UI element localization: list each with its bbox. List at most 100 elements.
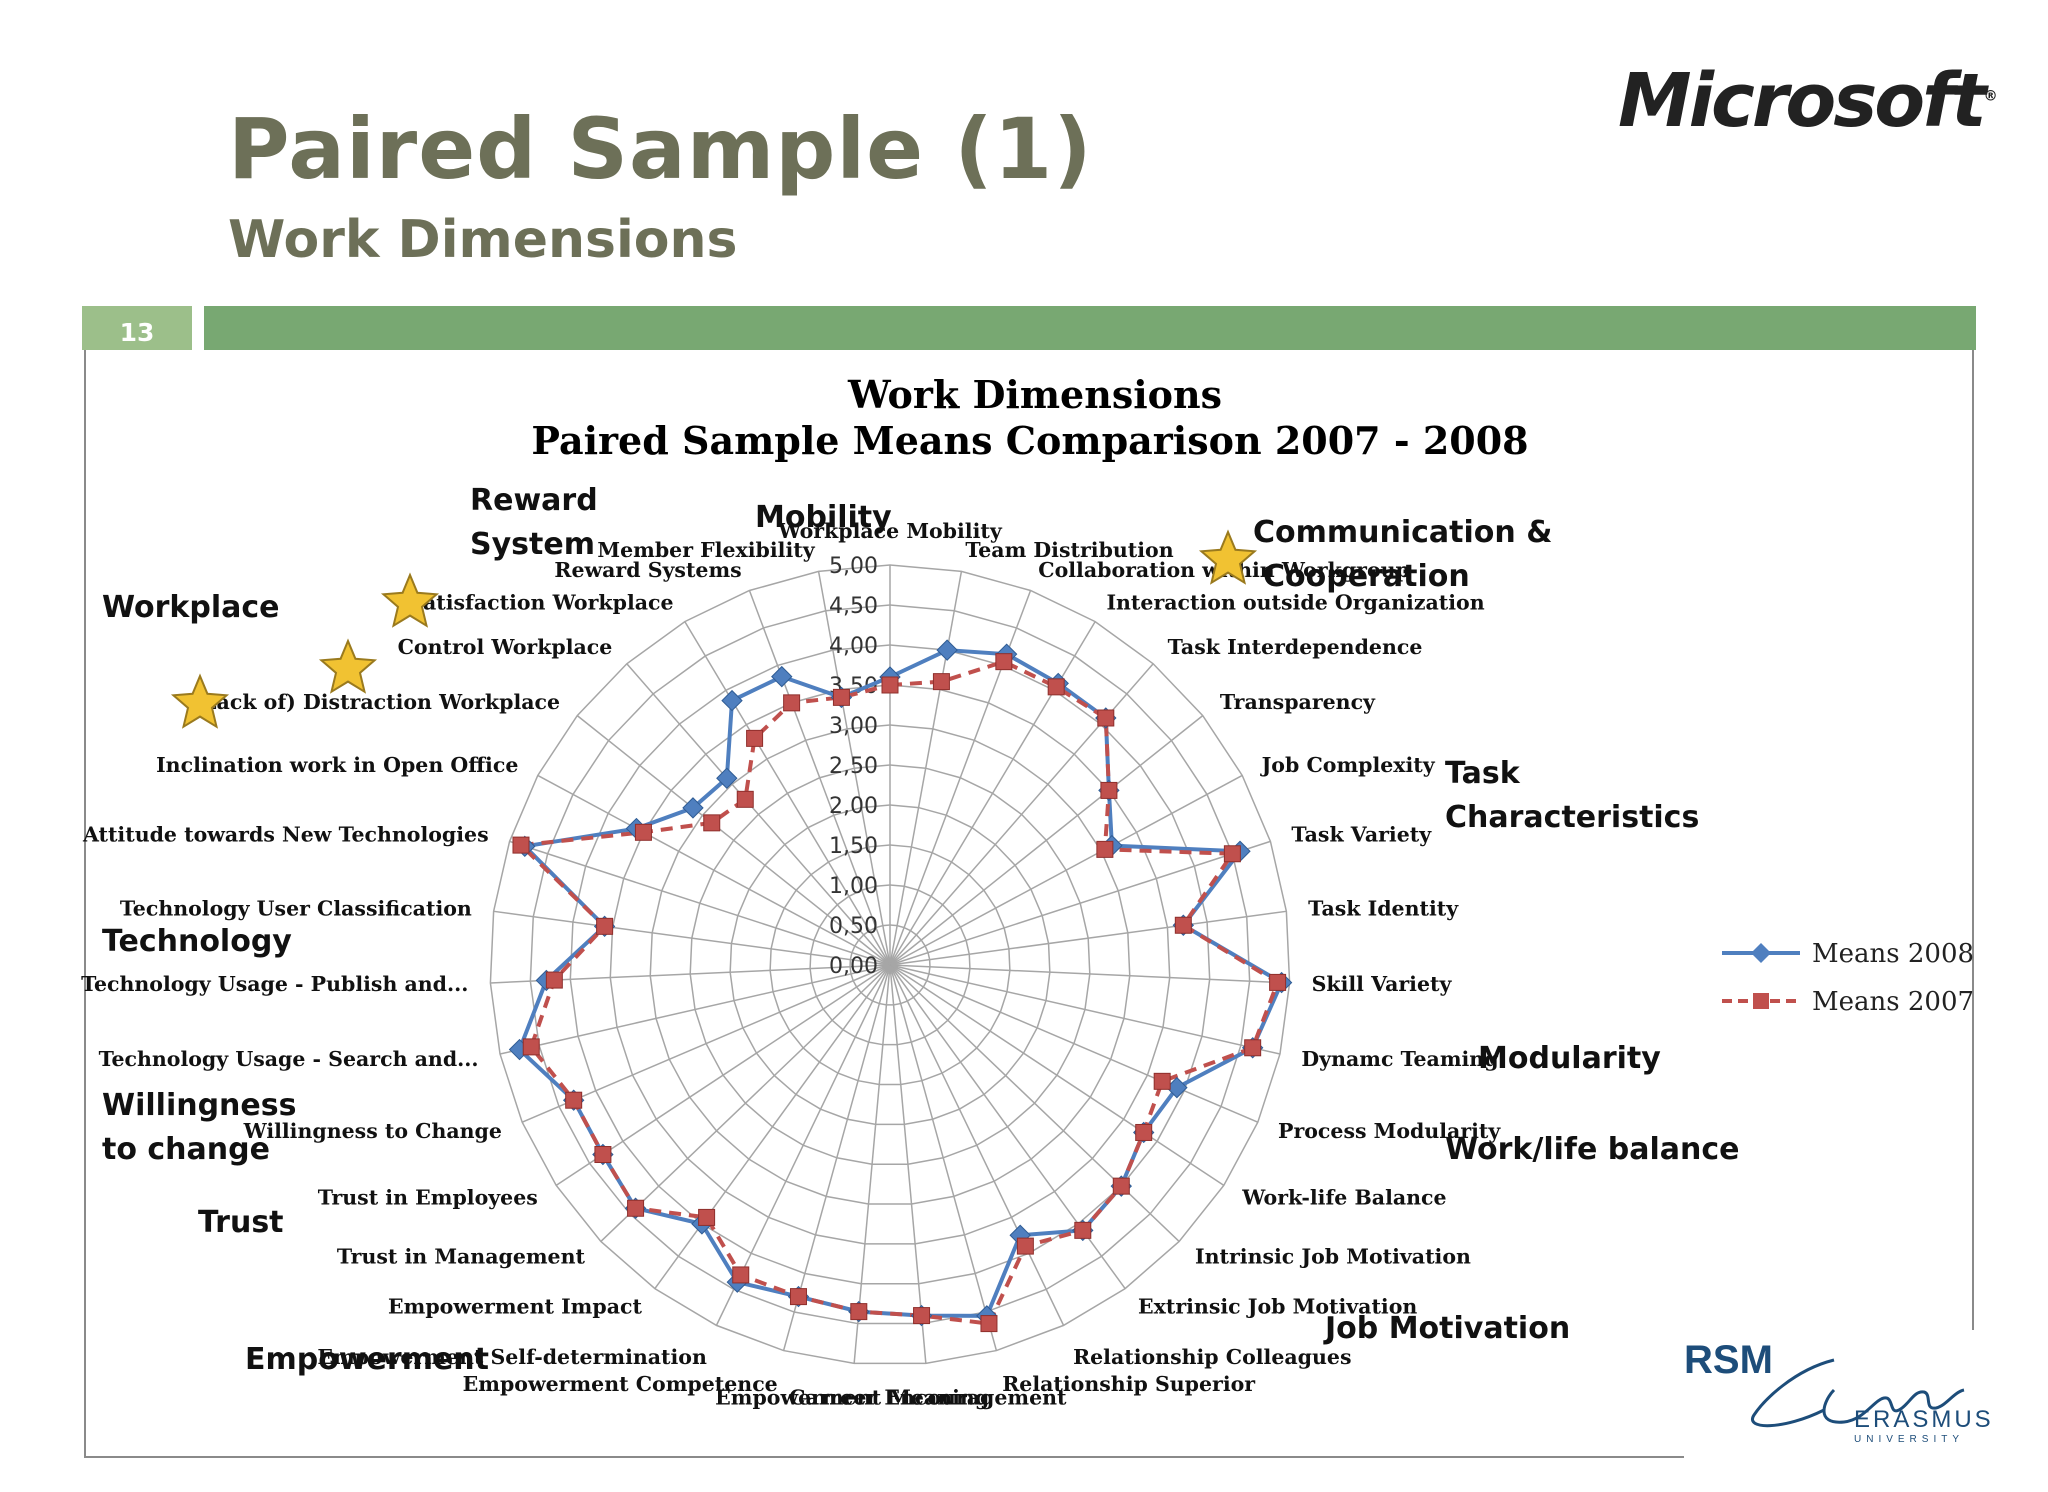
data-point <box>881 676 899 694</box>
grid-spoke <box>684 621 891 966</box>
tick-label: 0,50 <box>829 914 878 939</box>
data-point <box>932 673 950 691</box>
legend-marker <box>1751 943 1771 963</box>
grid-spoke <box>889 715 1204 966</box>
data-point <box>627 1199 645 1217</box>
data-point <box>1153 1072 1171 1090</box>
grid-spoke <box>654 964 891 1290</box>
tick-label: 2,00 <box>829 794 878 819</box>
registered-mark: ® <box>1983 88 1998 105</box>
data-point <box>1047 678 1065 696</box>
data-point <box>565 1091 583 1109</box>
grid-spoke <box>889 964 998 1351</box>
data-point <box>545 971 563 989</box>
data-point <box>1244 1039 1262 1057</box>
grid-ring <box>809 884 971 1046</box>
rsm-logo-text: RSM <box>1684 1338 1773 1382</box>
microsoft-logo: Microsoft® <box>1618 58 1998 144</box>
group-communication-line: Cooperation <box>1263 559 1470 594</box>
data-point <box>1269 973 1287 991</box>
grid-spoke <box>889 840 1271 966</box>
group-willingness-line: to change <box>102 1132 270 1167</box>
grid-spoke <box>889 964 1290 984</box>
grid-spoke <box>537 774 891 966</box>
chart-title-line: Work Dimensions <box>847 372 1222 417</box>
radar-series <box>508 639 1293 1333</box>
page-number: 13 <box>119 318 155 347</box>
axis-label: Extrinsic Job Motivation <box>1138 1294 1417 1318</box>
axis-label: Reward Systems <box>554 558 741 582</box>
axis-label: Dynamc Teaming <box>1301 1047 1498 1071</box>
data-point <box>771 665 793 688</box>
grid-spoke <box>889 571 963 966</box>
axis-label: Empowerment Competence <box>463 1372 778 1396</box>
star-icon <box>318 638 378 694</box>
data-point <box>746 729 764 747</box>
axis-label: Process Modularity <box>1278 1119 1501 1143</box>
data-point <box>703 814 721 832</box>
legend-label: Means 2007 <box>1812 987 1974 1017</box>
page-number-box <box>82 306 192 350</box>
axis-label: Skill Variety <box>1312 972 1453 996</box>
tick-label: 3,00 <box>829 714 878 739</box>
data-point <box>512 836 530 854</box>
axis-label: Task Interdependence <box>1168 635 1423 659</box>
axis-label: Willingness to Change <box>243 1119 502 1143</box>
group-work-life-balance-line: Work/life balance <box>1445 1132 1739 1167</box>
group-task-characteristics-line: Characteristics <box>1445 800 1699 835</box>
grid-ring <box>769 844 1011 1086</box>
radar-tick-labels: 0,000,501,001,502,002,503,003,504,004,50… <box>829 554 878 979</box>
university-logo-text: UNIVERSITY <box>1854 1434 1965 1445</box>
tick-label: 4,50 <box>829 594 878 619</box>
grid-spoke <box>889 964 1065 1326</box>
grid-spoke <box>817 571 891 966</box>
grid-spoke <box>748 590 891 966</box>
grid-ring <box>529 604 1251 1325</box>
axis-label: Work-life Balance <box>1241 1185 1446 1209</box>
grid-spoke <box>493 910 891 966</box>
grid-spoke <box>889 964 1180 1242</box>
data-point <box>1074 1221 1092 1239</box>
data-point <box>1135 1123 1153 1141</box>
grid-spoke <box>889 774 1243 966</box>
group-task-characteristics-line: Task <box>1445 756 1521 791</box>
grid-spoke <box>889 964 1281 1055</box>
data-point <box>995 653 1013 671</box>
data-point <box>634 823 652 841</box>
group-trust-line: Trust <box>198 1205 284 1240</box>
grid-spoke <box>889 964 927 1364</box>
legend-label: Means 2008 <box>1812 939 1974 969</box>
star-icon <box>1198 529 1258 585</box>
microsoft-logo-text: Microsoft <box>1618 58 1987 144</box>
data-point <box>1096 840 1114 858</box>
group-reward-system-line: System <box>470 527 595 562</box>
grid-spoke <box>889 964 1126 1290</box>
axis-label: (Lack of) Distraction Workplace <box>192 690 560 714</box>
group-job-motivation-line: Job Motivation <box>1323 1311 1570 1346</box>
data-point <box>1097 709 1115 727</box>
group-modularity-line: Modularity <box>1478 1041 1661 1076</box>
tick-label: 4,00 <box>829 634 878 659</box>
data-point <box>736 790 754 808</box>
grid-spoke <box>626 663 891 966</box>
header-bar <box>204 306 1976 350</box>
axis-label: Job Complexity <box>1260 753 1436 777</box>
axis-label: Technology Usage - Search and... <box>99 1047 479 1071</box>
group-workplace-line: Workplace <box>102 590 280 625</box>
grid-spoke <box>555 964 891 1186</box>
axis-label: Empowerment Self-determination <box>317 1345 707 1369</box>
data-point <box>1174 916 1192 934</box>
axis-label: Technology Usage - Publish and... <box>81 972 468 996</box>
axis-label: Satisfaction Workplace <box>408 591 673 615</box>
axis-label: Intrinsic Job Motivation <box>1195 1245 1471 1269</box>
group-mobility-line: Mobility <box>755 500 892 535</box>
content-frame <box>84 350 1974 1458</box>
data-point <box>1112 1177 1130 1195</box>
axis-label: Inclination work in Open Office <box>156 753 518 777</box>
data-point <box>596 917 614 935</box>
slide-subtitle: Work Dimensions <box>228 210 738 270</box>
erasmus-logo-text: ERASMUS <box>1854 1406 1994 1433</box>
